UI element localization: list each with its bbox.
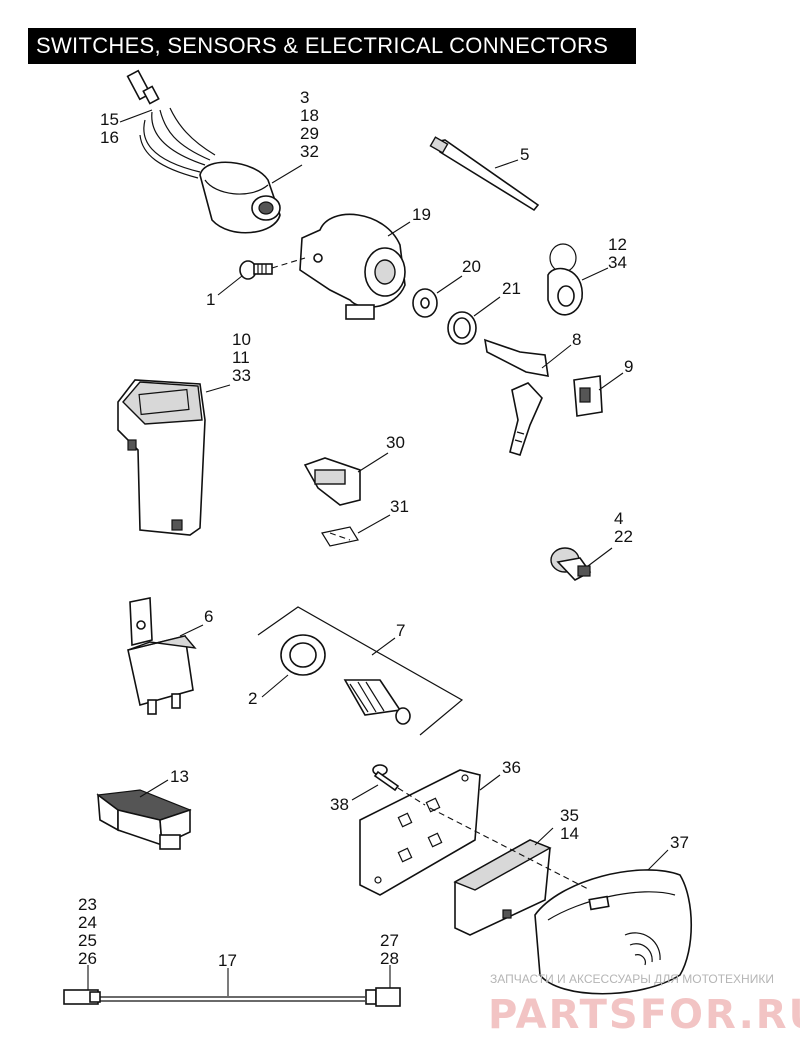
callout-label: 35 [560, 806, 579, 825]
callout-label: 16 [100, 128, 119, 147]
part-cover [534, 869, 692, 995]
callout-21: 21 [502, 279, 521, 298]
callout-38: 38 [330, 795, 349, 814]
part-screw [239, 257, 306, 280]
leader-lines [87, 109, 669, 996]
callout-27-28: 27 28 [380, 931, 399, 968]
watermark-caption: ЗАПЧАСТИ И АКСЕССУАРЫ ДЛЯ МОТОТЕХНИКИ [490, 972, 774, 986]
callout-7: 7 [396, 621, 405, 640]
callout-36: 36 [502, 758, 521, 777]
callout-label: 22 [614, 527, 633, 546]
callout-37: 37 [670, 833, 689, 852]
callout-19: 19 [412, 205, 431, 224]
part-relay [127, 597, 197, 715]
callout-label: 28 [380, 949, 399, 968]
callout-17: 17 [218, 951, 237, 970]
part-fuse-wires [126, 69, 216, 179]
callout-1: 1 [206, 290, 215, 309]
callout-8: 8 [572, 330, 581, 349]
callout-label: 34 [608, 253, 627, 272]
part-tag [573, 375, 603, 417]
callout-31: 31 [390, 497, 409, 516]
callout-12-34: 12 34 [608, 235, 627, 272]
part-washer [412, 288, 438, 318]
callout-15-16: 15 16 [100, 110, 119, 147]
part-pressure-sensor [550, 547, 592, 581]
callout-label: 29 [300, 124, 319, 143]
watermark-brand: PARTSFOR.RU [488, 992, 800, 1038]
callout-35-14: 35 14 [560, 806, 579, 843]
callout-label: 18 [300, 106, 319, 125]
part-nut-ring [447, 311, 477, 345]
part-blade-fuse [303, 457, 361, 506]
part-wire-harness [63, 987, 401, 1007]
page-title: SWITCHES, SENSORS & ELECTRICAL CONNECTOR… [28, 28, 636, 64]
callout-label: 15 [100, 110, 119, 129]
part-seal-washer [280, 634, 326, 676]
callout-5: 5 [520, 145, 529, 164]
callout-9: 9 [624, 357, 633, 376]
callout-label: 24 [78, 913, 97, 932]
callout-6: 6 [204, 607, 213, 626]
part-key-fob [547, 243, 583, 316]
callout-label: 27 [380, 931, 399, 950]
part-ignition-housing [299, 213, 406, 320]
part-keys [483, 338, 549, 456]
callout-label: 33 [232, 366, 251, 385]
callout-3-18-29-32: 3 18 29 32 [300, 88, 319, 161]
callout-10-11-33: 10 11 33 [232, 330, 251, 385]
part-connector [96, 789, 192, 850]
callout-20: 20 [462, 257, 481, 276]
callout-label: 32 [300, 142, 319, 161]
callout-label: 12 [608, 235, 627, 254]
callout-label: 4 [614, 509, 623, 528]
part-sensor-switch [343, 679, 411, 725]
callout-label: 26 [78, 949, 97, 968]
part-module [117, 379, 206, 536]
callout-label: 25 [78, 931, 97, 950]
part-cable-tie [429, 136, 540, 212]
callout-13: 13 [170, 767, 189, 786]
callout-30: 30 [386, 433, 405, 452]
callout-label: 10 [232, 330, 251, 349]
part-switch-body [199, 161, 281, 234]
part-bolt [372, 764, 426, 806]
part-switch-group-bracket [257, 606, 464, 736]
callout-label: 11 [232, 348, 250, 367]
part-clip [321, 526, 359, 547]
callout-23-24-25-26: 23 24 25 26 [78, 895, 97, 968]
part-mounting-plate [359, 769, 481, 896]
callout-label: 3 [300, 88, 309, 107]
callout-2: 2 [248, 689, 257, 708]
callout-label: 14 [560, 824, 579, 843]
part-control-module [453, 839, 552, 936]
callout-4-22: 4 22 [614, 509, 633, 546]
watermark: ЗАПЧАСТИ И АКСЕССУАРЫ ДЛЯ МОТОТЕХНИКИ PA… [488, 972, 800, 1038]
callout-label: 23 [78, 895, 97, 914]
